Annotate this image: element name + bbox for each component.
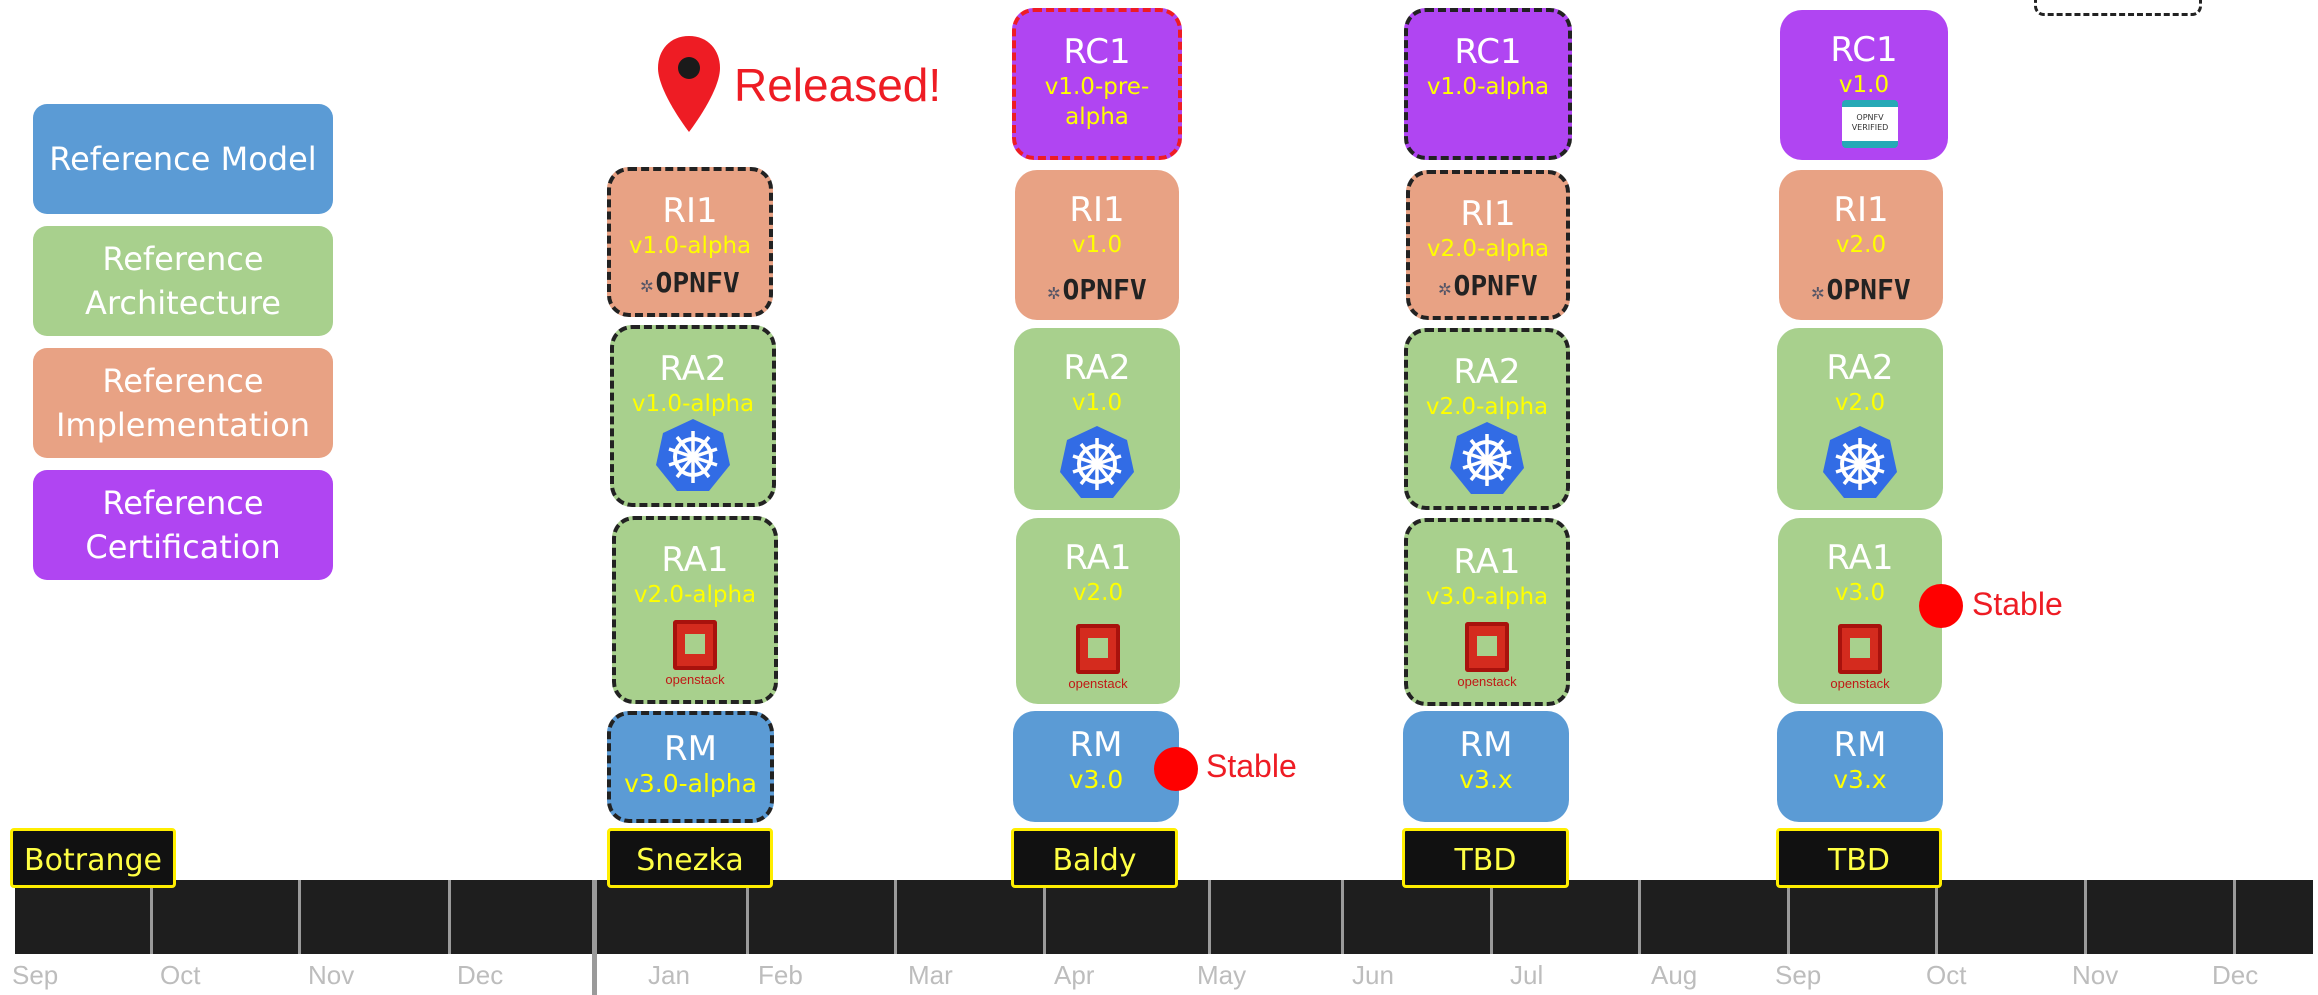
snezka-ra2-block: RA2 v1.0-alpha bbox=[610, 325, 776, 507]
release-tag-botrange: Botrange bbox=[10, 828, 176, 888]
month-label: Dec bbox=[2212, 960, 2259, 990]
month-label: Sep bbox=[1775, 960, 1822, 990]
opnfv-logo: ✲OPNFV bbox=[640, 266, 740, 299]
month-label: Aug bbox=[1651, 960, 1698, 990]
release-tag-baldy: Baldy bbox=[1011, 828, 1178, 888]
kubernetes-icon bbox=[1450, 422, 1524, 494]
tbd2-rm-block: RM v3.x bbox=[1777, 711, 1943, 822]
opnfv-logo: ✲OPNFV bbox=[1811, 273, 1911, 306]
month-label: May bbox=[1197, 960, 1247, 990]
kubernetes-icon bbox=[1823, 426, 1897, 498]
month-label: Mar bbox=[908, 960, 953, 990]
tbd2-ra1-block: RA1 v3.0 openstack bbox=[1778, 518, 1942, 704]
month-label: Nov bbox=[2072, 960, 2119, 990]
release-tag-tbd-1: TBD bbox=[1402, 828, 1569, 888]
month-label: Nov bbox=[308, 960, 355, 990]
tbd1-rm-block: RM v3.x bbox=[1403, 711, 1569, 822]
month-label: Sep bbox=[12, 960, 59, 990]
legend-reference-model: Reference Model bbox=[33, 104, 333, 214]
month-label: Oct bbox=[1926, 960, 1967, 990]
release-tag-snezka: Snezka bbox=[607, 828, 773, 888]
month-label: Jun bbox=[1352, 960, 1394, 990]
baldy-ri1-block: RI1 v1.0 ✲OPNFV bbox=[1015, 170, 1179, 320]
baldy-rm-block: RM v3.0 bbox=[1013, 711, 1179, 822]
legend-reference-certification: Reference Certification bbox=[33, 470, 333, 580]
tbd1-rc1-block: RC1 v1.0-alpha bbox=[1404, 8, 1572, 160]
tbd1-ra1-block: RA1 v3.0-alpha openstack bbox=[1404, 518, 1570, 706]
openstack-logo: openstack bbox=[1824, 624, 1896, 698]
legend-reference-implementation: Reference Implementation bbox=[33, 348, 333, 458]
opnfv-verified-badge: OPNFV VERIFIED bbox=[1842, 100, 1898, 148]
month-label: Jul bbox=[1510, 960, 1544, 990]
tbd1-ri1-block: RI1 v2.0-alpha ✲OPNFV bbox=[1406, 170, 1570, 320]
kubernetes-icon bbox=[1060, 426, 1134, 498]
openstack-logo: openstack bbox=[659, 620, 731, 694]
dashed-legend-fragment bbox=[2034, 0, 2202, 16]
openstack-logo: openstack bbox=[1451, 622, 1523, 696]
timeline-bar bbox=[15, 880, 2313, 954]
year-divider bbox=[592, 880, 597, 995]
release-tag-tbd-2: TBD bbox=[1776, 828, 1942, 888]
tbd1-ra2-block: RA2 v2.0-alpha bbox=[1404, 328, 1570, 510]
tbd2-ra2-block: RA2 v2.0 bbox=[1777, 328, 1943, 510]
snezka-ri1-block: RI1 v1.0-alpha ✲OPNFV bbox=[607, 167, 773, 317]
month-label: Jan bbox=[648, 960, 690, 990]
month-label: Dec bbox=[457, 960, 504, 990]
stable-marker-dot bbox=[1919, 584, 1963, 628]
stable-label: Stable bbox=[1972, 586, 2063, 622]
stable-marker-dot bbox=[1154, 747, 1198, 791]
opnfv-logo: ✲OPNFV bbox=[1438, 269, 1538, 302]
month-label: Feb bbox=[758, 960, 803, 990]
tbd2-ri1-block: RI1 v2.0 ✲OPNFV bbox=[1779, 170, 1943, 320]
snezka-rm-block: RM v3.0-alpha bbox=[607, 711, 774, 823]
baldy-ra2-block: RA2 v1.0 bbox=[1014, 328, 1180, 510]
legend-reference-architecture: Reference Architecture bbox=[33, 226, 333, 336]
opnfv-logo: ✲OPNFV bbox=[1047, 273, 1147, 306]
stable-label: Stable bbox=[1206, 748, 1297, 784]
released-label: Released! bbox=[734, 59, 942, 111]
baldy-rc1-block: RC1 v1.0-pre-alpha bbox=[1012, 8, 1182, 160]
timeline-ticks bbox=[0, 880, 2318, 954]
map-pin-icon bbox=[658, 36, 720, 132]
tbd2-rc1-block: RC1 v1.0 OPNFV VERIFIED bbox=[1780, 10, 1948, 160]
kubernetes-icon bbox=[656, 419, 730, 491]
month-label: Oct bbox=[160, 960, 201, 990]
openstack-logo: openstack bbox=[1062, 624, 1134, 698]
snezka-ra1-block: RA1 v2.0-alpha openstack bbox=[612, 516, 778, 704]
month-label: Apr bbox=[1054, 960, 1095, 990]
baldy-ra1-block: RA1 v2.0 openstack bbox=[1016, 518, 1180, 704]
